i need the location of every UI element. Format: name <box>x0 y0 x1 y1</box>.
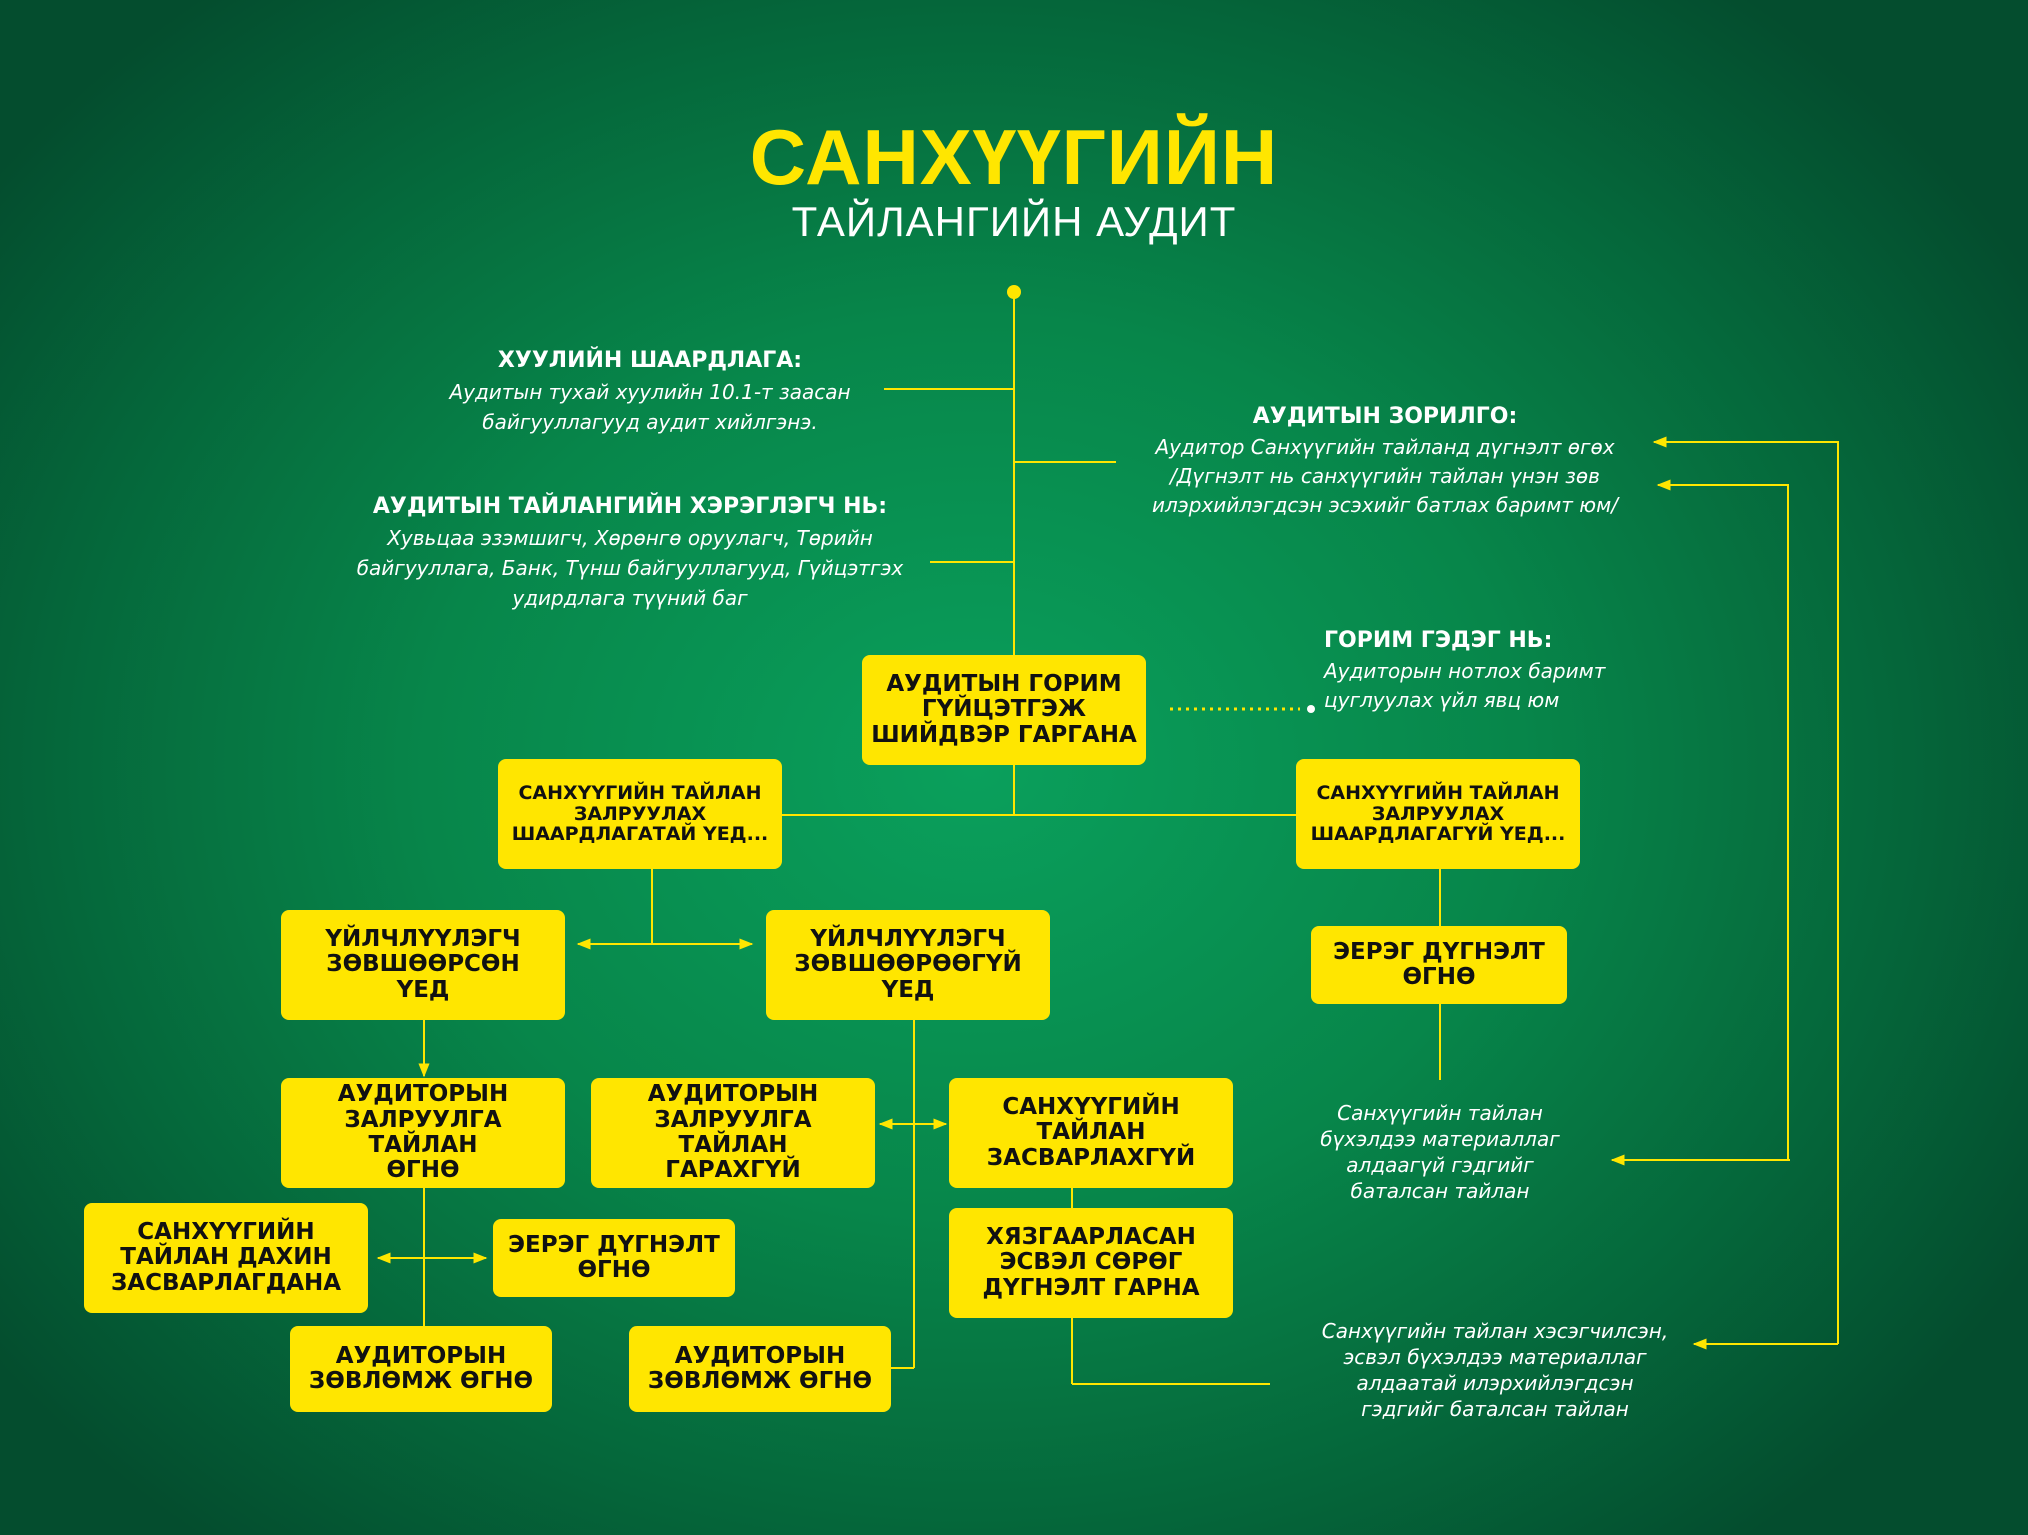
correction-report-given-box: АУДИТОРЫН ЗАЛРУУЛГА ТАЙЛАН ӨГНӨ <box>281 1078 565 1188</box>
clean-report-note: Санхүүгийн тайлан бүхэлдээ материаллаг а… <box>1290 1100 1590 1204</box>
modified-report-loop-arrow <box>1652 436 1839 1344</box>
legal-requirement-note: ХУУЛИЙН ШААРДЛАГА: Аудитын тухай хуулийн… <box>420 348 880 437</box>
positive-opinion-right-box: ЭЕРЭГ ДҮГНЭЛТ ӨГНӨ <box>1311 926 1567 1004</box>
needs-correction-box: САНХҮҮГИЙН ТАЙЛАН ЗАЛРУУЛАХ ШААРДЛАГАТАЙ… <box>498 759 782 869</box>
modified-report-note: Санхүүгийн тайлан хэсэгчилсэн, эсвэл бүх… <box>1300 1318 1690 1422</box>
procedure-note: ГОРИМ ГЭДЭГ НЬ: Аудиторын нотлох баримт … <box>1324 628 1664 715</box>
recommendation-left-box: АУДИТОРЫН ЗӨВЛӨМЖ ӨГНӨ <box>290 1326 552 1412</box>
audit-goal-note: АУДИТЫН ЗОРИЛГО: Аудитор Санхүүгийн тайл… <box>1120 404 1650 520</box>
report-users-heading: АУДИТЫН ТАЙЛАНГИЙН ХЭРЭГЛЭГЧ НЬ: <box>372 494 888 519</box>
legal-requirement-heading: ХУУЛИЙН ШААРДЛАГА: <box>497 348 803 373</box>
decision-box: АУДИТЫН ГОРИМ ГҮЙЦЭТГЭЖ ШИЙДВЭР ГАРГАНА <box>862 655 1146 765</box>
clean-report-loop-arrow <box>1656 479 1790 1161</box>
audit-goal-body: Аудитор Санхүүгийн тайланд дүгнэлт өгөх … <box>1152 435 1618 517</box>
report-users-body: Хувьцаа эзэмшигч, Хөрөнгө оруулагч, Төри… <box>356 526 904 610</box>
correction-report-not-issued-box: АУДИТОРЫН ЗАЛРУУЛГА ТАЙЛАН ГАРАХГҮЙ <box>591 1078 875 1188</box>
legal-requirement-body: Аудитын тухай хуулийн 10.1-т заасан байг… <box>449 380 851 434</box>
procedure-body: Аудиторын нотлох баримт цуглуулах үйл яв… <box>1324 659 1606 712</box>
trunk-start-dot <box>1007 285 1021 299</box>
clean-report-body: Санхүүгийн тайлан бүхэлдээ материаллаг а… <box>1320 1101 1560 1203</box>
procedure-heading: ГОРИМ ГЭДЭГ НЬ: <box>1324 628 1553 653</box>
client-disagrees-box: ҮЙЛЧЛҮҮЛЭГЧ ЗӨВШӨӨРӨӨГҮЙ ҮЕД <box>766 910 1050 1020</box>
report-users-note: АУДИТЫН ТАЙЛАНГИЙН ХЭРЭГЛЭГЧ НЬ: Хувьцаа… <box>330 494 930 613</box>
no-correction-box: САНХҮҮГИЙН ТАЙЛАН ЗАЛРУУЛАХ ШААРДЛАГАГҮЙ… <box>1296 759 1580 869</box>
positive-opinion-left-box: ЭЕРЭГ ДҮГНЭЛТ ӨГНӨ <box>493 1219 735 1297</box>
page-subtitle: ТАЙЛАНГИЙН АУДИТ <box>791 198 1237 245</box>
page-title: САНХҮҮГИЙН <box>749 113 1279 201</box>
modified-report-body: Санхүүгийн тайлан хэсэгчилсэн, эсвэл бүх… <box>1321 1319 1669 1421</box>
fs-not-corrected-box: САНХҮҮГИЙН ТАЙЛАН ЗАСВАРЛАХГҮЙ <box>949 1078 1233 1188</box>
fs-recorrected-box: САНХҮҮГИЙН ТАЙЛАН ДАХИН ЗАСВАРЛАГДАНА <box>84 1203 368 1313</box>
procedure-dot <box>1307 705 1315 713</box>
audit-goal-heading: АУДИТЫН ЗОРИЛГО: <box>1252 404 1518 429</box>
qualified-adverse-box: ХЯЗГААРЛАСАН ЭСВЭЛ СӨРӨГ ДҮГНЭЛТ ГАРНА <box>949 1208 1233 1318</box>
client-agrees-box: ҮЙЛЧЛҮҮЛЭГЧ ЗӨВШӨӨРСӨН ҮЕД <box>281 910 565 1020</box>
recommendation-mid-box: АУДИТОРЫН ЗӨВЛӨМЖ ӨГНӨ <box>629 1326 891 1412</box>
